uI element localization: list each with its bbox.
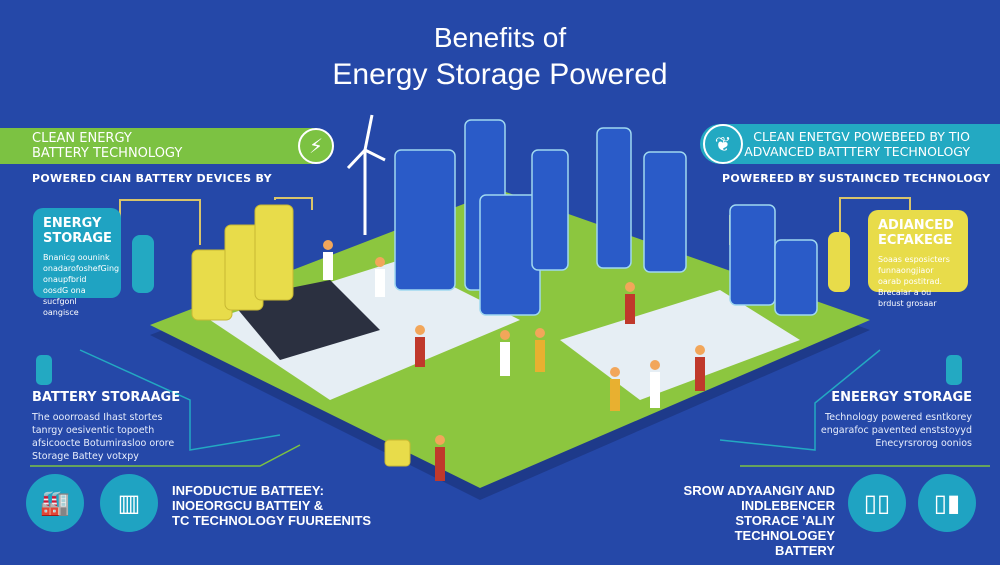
battery-cells-icon: ▯▯ xyxy=(848,474,906,532)
battery-tower xyxy=(394,119,818,316)
left-banner: CLEAN ENERGY BATTERY TECHNOLOGY xyxy=(0,128,330,164)
leaf-icon: ❦ xyxy=(703,124,743,164)
energy-storage-section: ENEERGY STORAGE Technology powered esntk… xyxy=(820,390,972,450)
left-subtitle: POWERED CIAN BATTERY DEVICES BY xyxy=(32,172,272,185)
battery-icon xyxy=(946,355,962,385)
battery-storage-section: BATTERY STORAAGE The ooorroasd Ihast sto… xyxy=(32,390,182,463)
battery-pack-icon xyxy=(828,232,850,292)
title-line-2: Energy Storage Powered xyxy=(332,58,668,91)
battery-building-icon: ▥ xyxy=(100,474,158,532)
right-banner-line2: ADVANCED BATTTERY TECHNOLOGY xyxy=(744,144,970,159)
section-title: BATTERY STORAAGE xyxy=(32,390,181,405)
section-title: ENEERGY STORAGE xyxy=(831,390,972,405)
card-title-1: ADIANCED xyxy=(878,218,954,233)
card-body: Soaas esposicters funnaongjiaor oarab po… xyxy=(878,255,950,308)
bottom-left-line2: INOEORGCU BATTEIY & xyxy=(172,498,324,513)
card-title-1: ENERGY xyxy=(43,216,102,231)
right-subtitle: POWEREED BY SUSTAINCED TECHNOLOGY xyxy=(722,172,991,185)
energy-storage-card: ENERGY STORAGE Bnanicg oounink onadarofo… xyxy=(33,208,121,317)
right-banner: CLEAN ENETGV POWEBEED BY TIO ADVANCED BA… xyxy=(700,124,1000,164)
card-body: Bnanicg oounink onadarofoshefGing onaupf… xyxy=(43,253,120,317)
left-banner-line2: BATTERY TECHNOLOGY xyxy=(32,146,183,161)
battery-pack-icon xyxy=(132,235,154,293)
lightning-leaf-icon: ⚡ xyxy=(298,128,334,164)
battery-cells-icon: ▯▮ xyxy=(918,474,976,532)
factory-icon: 🏭 xyxy=(26,474,84,532)
bottom-left-line1: INFODUCTUE BATTEEY: xyxy=(172,483,324,498)
wind-turbine xyxy=(346,114,386,235)
title-line-1: Benefits of xyxy=(433,22,567,53)
card-title-2: ECFAKEGE xyxy=(878,233,953,248)
yellow-batteries xyxy=(191,204,411,467)
advanced-card: ADIANCED ECFAKEGE Soaas esposicters funn… xyxy=(868,210,968,308)
bottom-left-text: INFODUCTUE BATTEEY: INOEORGCU BATTEIY & … xyxy=(172,483,371,528)
bottom-right-line2: INDLEBENCER STORACE 'ALIY xyxy=(735,498,835,528)
left-banner-line1: CLEAN ENERGY xyxy=(32,131,132,146)
people xyxy=(323,240,705,481)
section-body: The ooorroasd Ihast stortes tanrgy oesiv… xyxy=(32,412,175,462)
card-title-2: STORAGE xyxy=(43,231,112,246)
right-banner-line1: CLEAN ENETGV POWEBEED BY TIO xyxy=(753,129,970,144)
bottom-right-line3: TECHNOLOGEY BATTERY xyxy=(734,528,835,558)
bottom-right-text: SROW ADYAANGIY AND INDLEBENCER STORACE '… xyxy=(680,483,835,558)
section-body: Technology powered esntkorey engarafoc p… xyxy=(820,412,972,449)
bottom-right-line1: SROW ADYAANGIY AND xyxy=(683,483,835,498)
battery-icon xyxy=(36,355,52,385)
bottom-left-line3: TC TECHNOLOGY FUUREENITS xyxy=(172,513,372,528)
